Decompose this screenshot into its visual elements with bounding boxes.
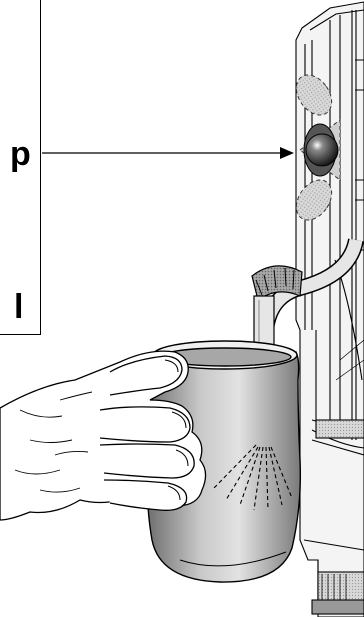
pointer-arrow [42,147,294,159]
hand-holding-mug-icon [0,351,206,520]
